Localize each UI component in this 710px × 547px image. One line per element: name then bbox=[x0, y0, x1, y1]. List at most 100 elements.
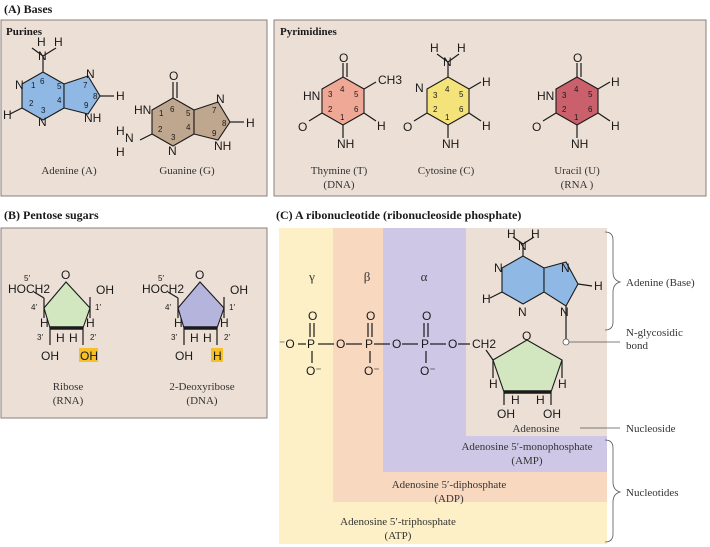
deoxy-oh1: OH bbox=[230, 283, 248, 297]
adp-abbrev: (ADP) bbox=[434, 493, 464, 505]
ring-number: 6 bbox=[40, 77, 45, 86]
alpha-label: α bbox=[421, 269, 428, 284]
adenine-caption: Adenine (A) bbox=[41, 165, 97, 177]
sugar-h1: H bbox=[558, 377, 567, 391]
base-n1: N bbox=[494, 261, 503, 275]
ring-number: 4 bbox=[186, 123, 191, 132]
nucleotide-ribose: O H H H H OH OH bbox=[485, 329, 570, 421]
amp-abbrev: (AMP) bbox=[511, 455, 543, 467]
adenine-n7: N bbox=[86, 67, 95, 81]
uracil-structure: O HN O H H NH 4 3 2 1 6 5 bbox=[532, 51, 620, 151]
ring-number: 1 bbox=[574, 113, 579, 122]
ring-number: 3 bbox=[328, 90, 333, 99]
gamma-ominus: ⁻O bbox=[279, 337, 295, 351]
ribose-structure: HOCH2 O OH H H H H OH OH 5′ 4′ 1′ 3′ 2′ bbox=[8, 268, 114, 363]
atp-abbrev: (ATP) bbox=[385, 530, 412, 542]
adenine-h2: H bbox=[3, 108, 12, 122]
gamma-label: γ bbox=[308, 269, 315, 284]
sugars-panel bbox=[0, 227, 268, 419]
adenine-base-label: Adenine (Base) bbox=[626, 277, 695, 289]
alpha-o-minus: O⁻ bbox=[420, 364, 436, 378]
thymine-o2: O bbox=[298, 120, 307, 134]
nucleoside-label: Nucleoside bbox=[626, 423, 676, 435]
amp-label: Adenosine 5′-monophosphate bbox=[461, 441, 592, 453]
ring-number: 3 bbox=[562, 91, 567, 100]
bridge-o: O bbox=[392, 337, 401, 351]
ring-number: 3 bbox=[171, 133, 176, 142]
ring-number: 3′ bbox=[37, 333, 43, 342]
ribose-o: O bbox=[61, 268, 70, 282]
ribose-h1: H bbox=[86, 316, 95, 330]
adenine-n6: N bbox=[38, 49, 47, 63]
adenine-h: H bbox=[37, 35, 46, 49]
nucleotides-bracket bbox=[604, 439, 622, 543]
ribose-sub: (RNA) bbox=[53, 395, 84, 407]
gamma-o-minus: O⁻ bbox=[306, 364, 322, 378]
ring-number: 4′ bbox=[31, 303, 37, 312]
guanine-o6: O bbox=[169, 69, 178, 83]
adenine-n3: N bbox=[38, 115, 47, 129]
thymine-o4: O bbox=[339, 51, 348, 65]
sugar-o: O bbox=[522, 329, 531, 343]
sugar-oh3: OH bbox=[497, 407, 515, 421]
guanine-hn1: HN bbox=[134, 103, 151, 117]
ring-number: 6 bbox=[170, 105, 175, 114]
ribose-2oh-highlight bbox=[79, 348, 98, 362]
adenosine-label: Adenosine bbox=[512, 423, 559, 435]
ring-number: 2 bbox=[433, 105, 438, 114]
ring-number: 8 bbox=[93, 92, 98, 101]
ring-number: 5 bbox=[186, 109, 191, 118]
beta-o-minus: O⁻ bbox=[364, 364, 380, 378]
atp-label: Adenosine 5′-triphosphate bbox=[340, 516, 456, 528]
thymine-nh1: NH bbox=[337, 137, 354, 151]
guanine-nh9: NH bbox=[214, 139, 231, 153]
ring-number: 4 bbox=[574, 85, 579, 94]
cytosine-h6: H bbox=[482, 119, 491, 133]
triphosphate-chain: ⁻O P O P O P O O O O O⁻ O⁻ O⁻ CH2 bbox=[279, 309, 496, 378]
ring-number: 2 bbox=[328, 105, 333, 114]
deoxy-caption: 2-Deoxyribose bbox=[169, 381, 234, 393]
uracil-o2: O bbox=[532, 120, 541, 134]
panel-a-title: (A) Bases bbox=[4, 2, 53, 16]
ribose-oh3: OH bbox=[41, 349, 59, 363]
ribose-hoch2: HOCH2 bbox=[8, 282, 50, 296]
ring-number: 4 bbox=[445, 85, 450, 94]
ring-number: 5′ bbox=[24, 274, 30, 283]
uracil-o4: O bbox=[573, 51, 582, 65]
ring-number: 6 bbox=[354, 105, 359, 114]
ring-number: 2 bbox=[158, 125, 163, 134]
deoxyribose-structure: HOCH2 O OH H H H H OH H 5′ 4′ 1′ 3′ 2′ bbox=[142, 268, 248, 363]
guanine-structure: O HN N H H N N H NH 6 1 2 3 4 5 7 8 9 bbox=[116, 69, 255, 159]
alpha-p: P bbox=[421, 337, 429, 351]
guanine-n7: N bbox=[216, 92, 225, 106]
cytosine-n4: N bbox=[443, 55, 452, 69]
sugar-h3: H bbox=[511, 393, 520, 407]
deoxy-h3: H bbox=[190, 331, 199, 345]
ring-number: 5′ bbox=[158, 274, 164, 283]
beta-o: O bbox=[366, 309, 375, 323]
base-bracket bbox=[604, 231, 622, 331]
nucleoside-region bbox=[466, 228, 607, 436]
guanine-n3: N bbox=[168, 144, 177, 158]
uracil-sub: (RNA ) bbox=[561, 179, 594, 191]
base-n6: N bbox=[518, 239, 527, 253]
adp-label: Adenosine 5′-diphosphate bbox=[392, 479, 507, 491]
thymine-structure: O CH3 HN O H NH 4 3 2 1 6 5 bbox=[298, 51, 402, 151]
thymine-h6: H bbox=[377, 119, 386, 133]
bridge-o: O bbox=[448, 337, 457, 351]
cytosine-structure: H H N N O H H NH 4 3 2 1 6 5 bbox=[403, 41, 491, 151]
ring-number: 3′ bbox=[171, 333, 177, 342]
ring-number: 7 bbox=[212, 106, 217, 115]
sugar-oh2: OH bbox=[543, 407, 561, 421]
sugar-h4: H bbox=[489, 377, 498, 391]
ring-number: 2′ bbox=[90, 333, 96, 342]
ring-number: 1 bbox=[445, 113, 450, 122]
ring-number: 2′ bbox=[224, 333, 230, 342]
deoxy-h2b: H bbox=[213, 349, 222, 363]
ribose-h3: H bbox=[56, 331, 65, 345]
uracil-caption: Uracil (U) bbox=[554, 165, 600, 177]
ribose-h4: H bbox=[40, 316, 49, 330]
thymine-sub: (DNA) bbox=[323, 179, 354, 191]
ring-number: 5 bbox=[354, 90, 359, 99]
